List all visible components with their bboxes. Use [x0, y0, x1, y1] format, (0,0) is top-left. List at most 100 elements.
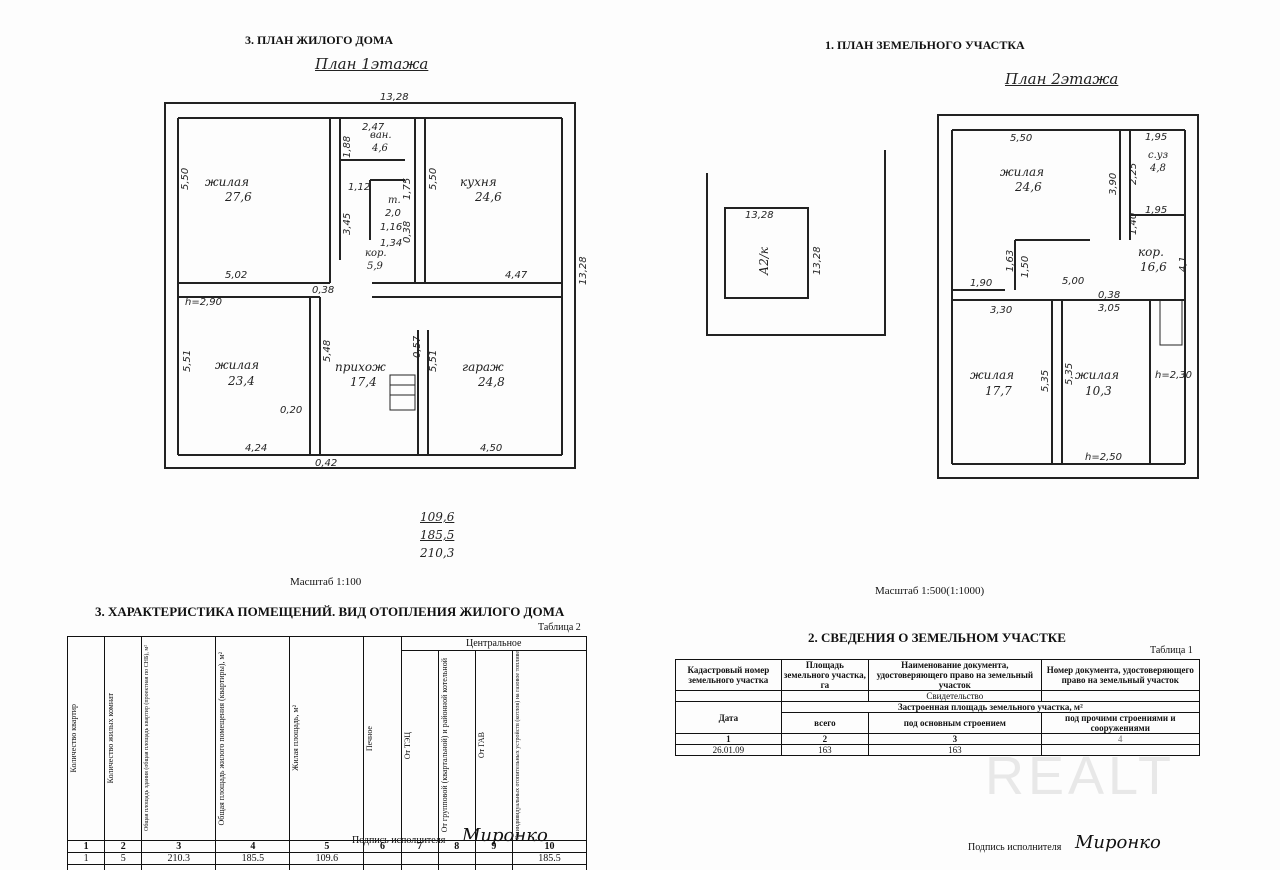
- dim-label: 3,45: [342, 212, 353, 235]
- col-header: Общая площадь жилого помещения (квартиры…: [217, 651, 227, 826]
- dim-label: 13,28: [578, 256, 589, 285]
- dim-label: 0,20: [280, 405, 303, 416]
- dim-label: 13,28: [745, 210, 774, 221]
- table-cell: Номер документа, удостоверяющего право н…: [1040, 659, 1201, 691]
- table-cell: 2: [104, 839, 143, 853]
- dim-label: 1,95: [1145, 132, 1168, 143]
- col-header: От индивидуальных отопительных устройств…: [514, 651, 521, 840]
- table-cell: 185.5: [511, 851, 588, 865]
- table-cell: 5: [104, 851, 143, 865]
- dim-label: 4,1: [1178, 256, 1189, 272]
- scale-left: Масштаб 1:100: [290, 576, 362, 588]
- room-name: ван.: [370, 130, 392, 141]
- signature-label-left: Подпись исполнителя: [352, 835, 446, 846]
- total-dwelling: 185,5: [420, 528, 455, 542]
- room-name: жилая: [205, 175, 250, 189]
- dim-label: 1,16: [380, 222, 403, 233]
- room-name: кор.: [365, 248, 387, 259]
- col-header: Общая площадь здания (общая площадь квар…: [144, 645, 151, 832]
- room-area: 4,8: [1150, 163, 1166, 174]
- col-header: Количество жилых комнат: [106, 693, 116, 784]
- room-name: жилая: [1075, 368, 1120, 382]
- room-name: жилая: [970, 368, 1015, 382]
- signature-left: Миронко: [462, 825, 548, 846]
- room-area: 23,4: [228, 374, 255, 388]
- room-name: кор.: [1138, 245, 1164, 259]
- dim-label: 5,35: [1040, 369, 1051, 392]
- table1-title: 2. СВЕДЕНИЯ О ЗЕМЕЛЬНОМ УЧАСТКЕ: [808, 630, 1066, 645]
- dim-label: 5,51: [182, 349, 193, 372]
- dim-label: 1,40: [1128, 212, 1139, 235]
- room-area: 17,7: [985, 384, 1012, 398]
- dim-label: 1,63: [1005, 249, 1016, 272]
- dim-label: 4,47: [505, 270, 528, 281]
- central-header: Центральное: [400, 636, 588, 651]
- room-name: т.: [388, 195, 401, 206]
- table-cell: 1: [66, 851, 106, 865]
- dim-label: 1,75: [402, 177, 413, 200]
- dim-label: 2,47: [362, 122, 385, 133]
- dim-label: 1,12: [348, 182, 371, 193]
- table-cell: 4: [215, 839, 291, 853]
- table-cell: [437, 851, 476, 865]
- dim-label: h=2,90: [185, 297, 222, 308]
- total-living: 109,6: [420, 510, 455, 524]
- table-cell: 109.6: [289, 851, 365, 865]
- dim-label: 2,25: [1128, 162, 1139, 185]
- table-cell: 163: [868, 744, 1042, 756]
- dim-label: 5,50: [1010, 133, 1033, 144]
- room-area: 5,9: [367, 261, 383, 272]
- house-footprint: [724, 207, 809, 299]
- scale-right: Масштаб 1:500(1:1000): [875, 585, 985, 597]
- dim-label: 5,48: [322, 339, 333, 362]
- table-cell: [400, 851, 439, 865]
- table-cell: [474, 851, 513, 865]
- dim-label: 1,90: [970, 278, 993, 289]
- table-cell: Кадастровый номер земельного участка: [675, 659, 782, 691]
- table-cell: Свидетельство: [868, 690, 1042, 702]
- col-header: От ГАВ: [476, 732, 486, 759]
- room-area: 17,4: [350, 375, 377, 389]
- dim-label: 13,28: [380, 92, 409, 103]
- dim-label: 1,95: [1145, 205, 1168, 216]
- dim-label: 4,50: [480, 443, 503, 454]
- room-name: кухня: [460, 175, 497, 189]
- table-cell: 2: [780, 733, 870, 745]
- table-cell: Застроенная площадь земельного участка, …: [780, 701, 1201, 713]
- dim-label: h=2,50: [1085, 452, 1122, 463]
- land-plot-outline: [706, 150, 886, 336]
- land-plot-title: 1. ПЛАН ЗЕМЕЛЬНОГО УЧАСТКА: [825, 38, 1025, 52]
- room-area: 24,8: [478, 375, 505, 389]
- room-area: 10,3: [1085, 384, 1112, 398]
- total-building: 210,3: [420, 546, 455, 560]
- room-area: 16,6: [1140, 260, 1167, 274]
- signature-label-right: Подпись исполнителя: [968, 842, 1062, 853]
- dim-label: 3,90: [1108, 172, 1119, 195]
- dim-label: 5,00: [1062, 276, 1085, 287]
- table-cell: Площадь земельного участка, га: [780, 659, 870, 691]
- dim-label: 2,0: [385, 208, 401, 219]
- table-cell: под основным строением: [868, 712, 1042, 734]
- table1-label: Таблица 1: [1150, 645, 1193, 656]
- dim-label: 4,24: [245, 443, 268, 454]
- dim-label: 1,50: [1020, 255, 1031, 278]
- dim-label: 0,38: [312, 285, 335, 296]
- dim-label: h=2,30: [1155, 370, 1192, 381]
- table-cell: 210.3: [141, 851, 217, 865]
- table2-label: Таблица 2: [538, 622, 581, 633]
- watermark-logo: REALT: [985, 746, 1176, 806]
- dim-label: 0,38: [1098, 290, 1121, 301]
- col-header: Печное: [365, 725, 375, 751]
- col-header: От групповой (квартальной) и районной ко…: [439, 658, 449, 833]
- plan-label-floor1: План 1этажа: [315, 55, 429, 73]
- dim-label: 0,57: [412, 335, 423, 358]
- table-cell: 185.5: [215, 851, 291, 865]
- col-header: От ТЭЦ: [402, 731, 412, 759]
- dim-label: 13,28: [812, 246, 823, 275]
- dim-label: 5,50: [180, 167, 191, 190]
